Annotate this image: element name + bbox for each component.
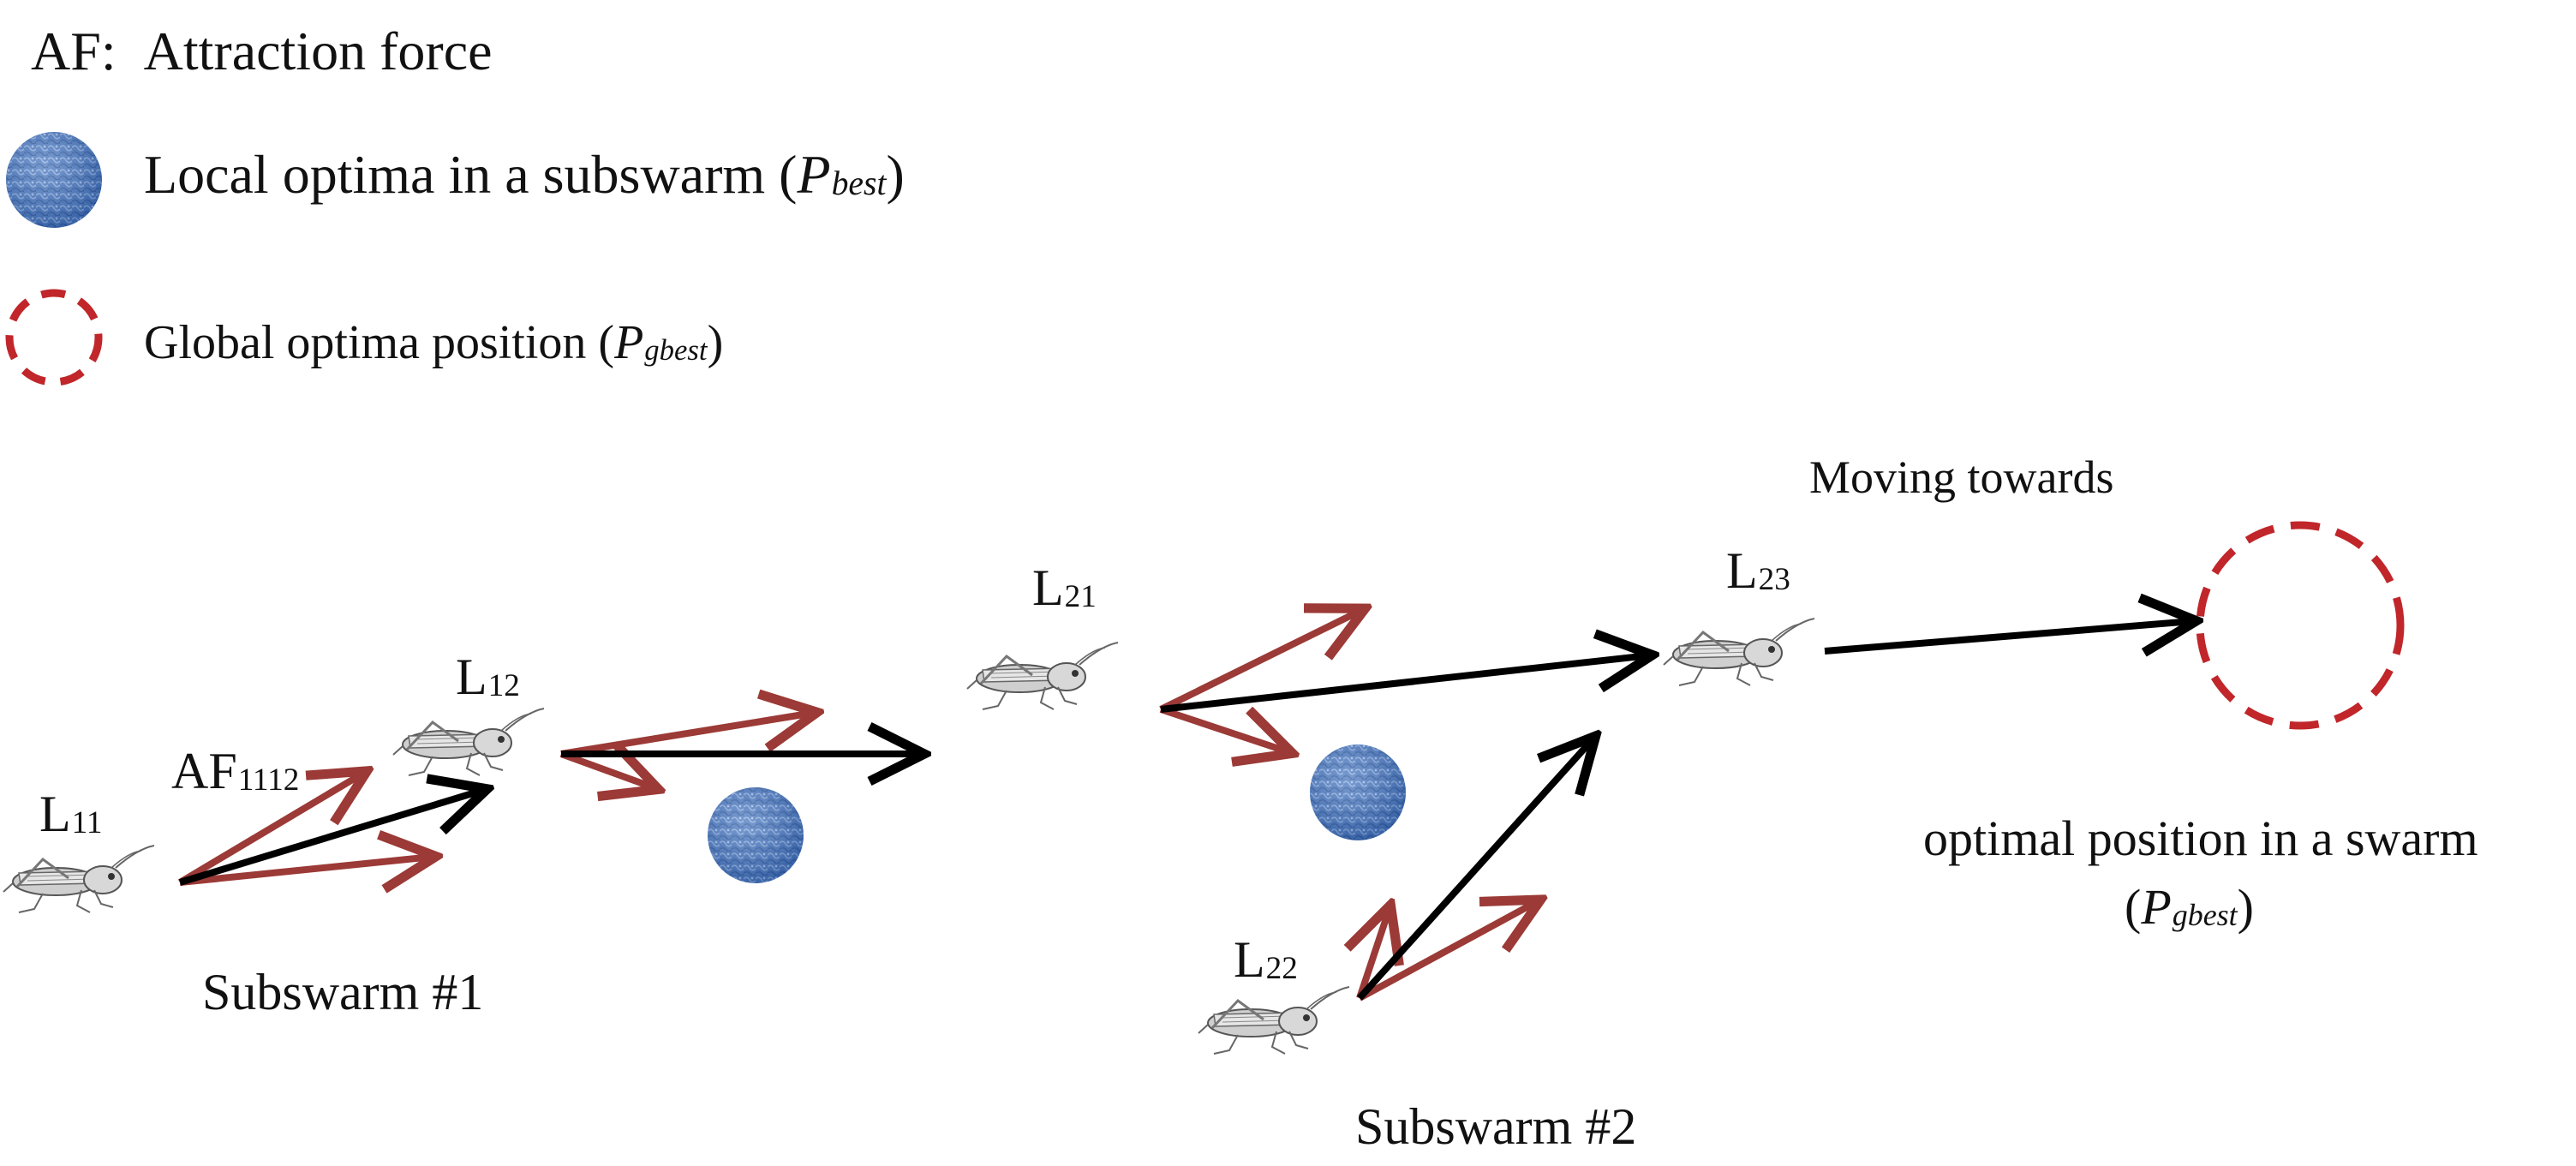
legend-global-optima: Global optima position (Pgbest) (144, 316, 724, 369)
attraction-arrow-l11-right (179, 857, 433, 882)
attraction-arrow-l21-down (1159, 706, 1289, 752)
pbest-icon-subswarm2 (1310, 744, 1406, 840)
caption-subswarm-1: Subswarm #1 (202, 964, 484, 1020)
move-arrow-l11-to-l12 (178, 790, 484, 886)
grasshopper-icon-l21 (965, 641, 1120, 711)
attraction-arrow-l22-right (1358, 901, 1538, 1002)
label-af1112: AF1112 (171, 743, 300, 799)
attraction-arrow-l22-up (1360, 908, 1390, 1000)
grasshopper-icon-l11 (2, 844, 156, 914)
caption-moving-towards: Moving towards (1809, 451, 2114, 503)
move-arrow-l21-to-l23 (1160, 655, 1649, 713)
gbest-icon (2196, 521, 2405, 730)
caption-optimal-symbol: (Pgbest) (2125, 879, 2254, 935)
attraction-arrow-l11-up (177, 773, 364, 886)
attraction-arrow-l12-down (559, 754, 655, 788)
caption-optimal-position: optimal position in a swarm (1923, 810, 2478, 866)
gbest-legend-icon (5, 289, 103, 386)
pbest-icon-subswarm1 (708, 787, 804, 883)
attraction-arrow-l12-up (560, 713, 814, 757)
label-l12: L12 (456, 649, 520, 705)
label-l22: L22 (1234, 931, 1298, 988)
caption-subswarm-2: Subswarm #2 (1355, 1098, 1637, 1155)
attraction-arrow-l21-up (1159, 610, 1362, 713)
label-l11: L11 (39, 786, 103, 842)
grasshopper-icon-l12 (391, 707, 546, 777)
label-l23: L23 (1726, 542, 1790, 599)
pbest-legend-icon (6, 132, 102, 228)
legend-local-optima: Local optima in a subswarm (Pbest) (144, 144, 905, 205)
grasshopper-icon-l23 (1662, 617, 1816, 687)
grasshopper-icon-l22 (1197, 985, 1351, 1055)
move-arrow-l22-to-l23 (1357, 738, 1593, 1001)
move-arrow-l23-to-gbest (1824, 621, 2193, 651)
label-l21: L21 (1032, 559, 1097, 616)
legend-af: AF: Attraction force (31, 21, 493, 81)
